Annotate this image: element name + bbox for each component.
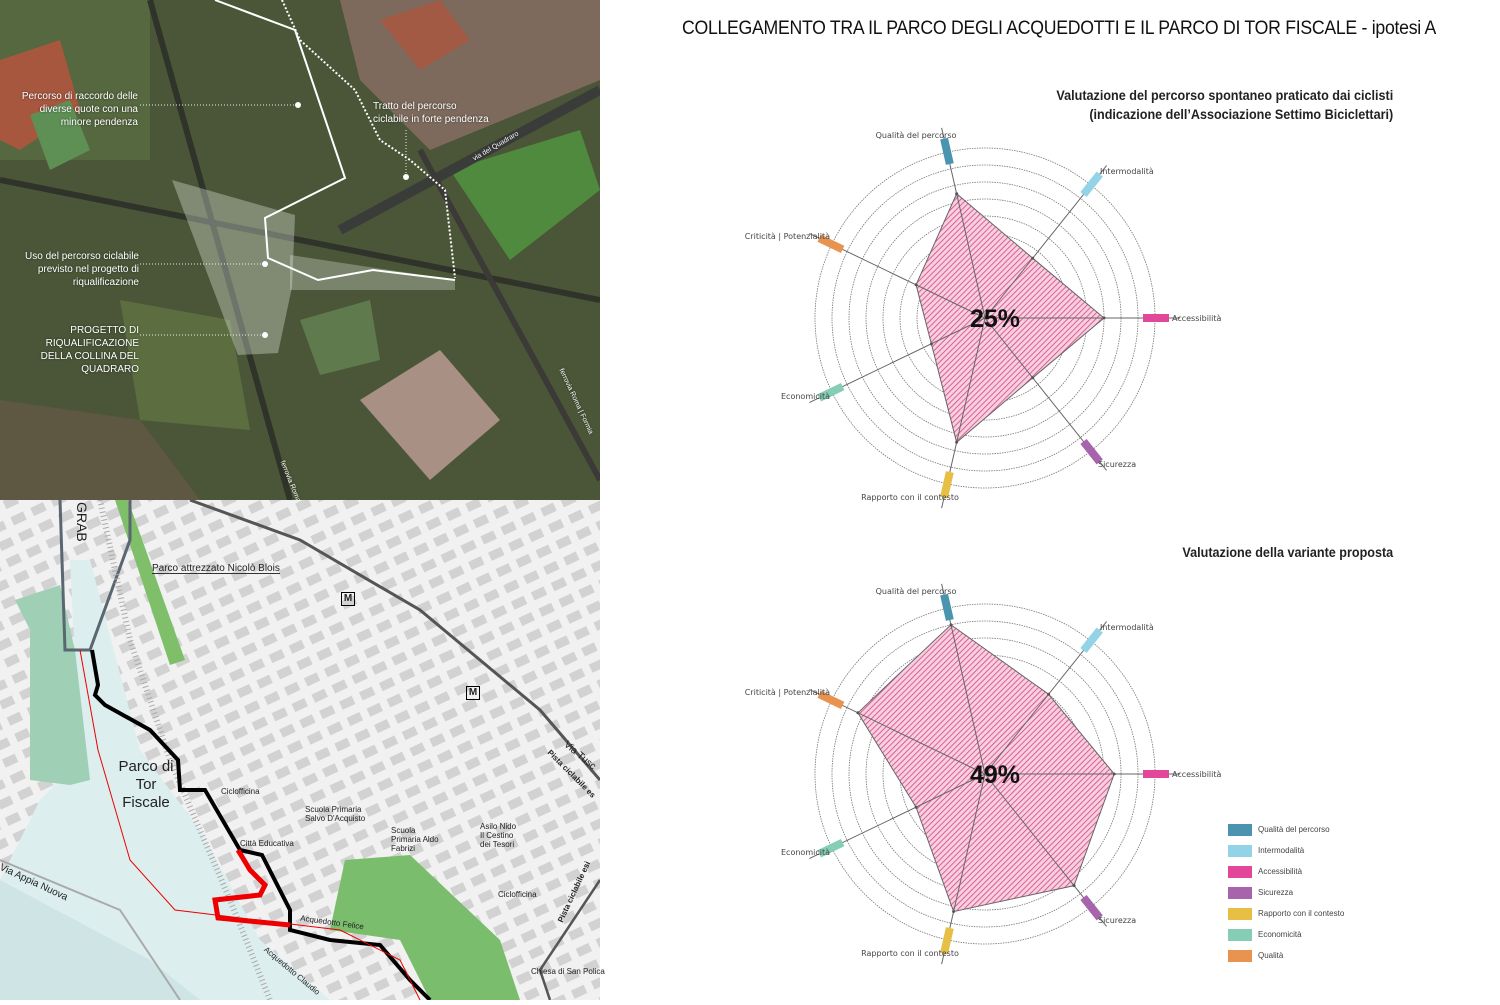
radar-chart-current-route: Accessibilità Intermodalità Qualità del pe… bbox=[745, 127, 1221, 509]
radar-axis-marker bbox=[940, 927, 954, 955]
legend-label: Sicurezza bbox=[1258, 888, 1294, 897]
legend-label: Qualità bbox=[1258, 951, 1284, 960]
legend-swatch bbox=[1228, 844, 1252, 857]
legend-item: Rapporto con il contesto bbox=[1228, 903, 1344, 924]
site-map: GRAB Parco attrezzato Nicolò Blois Parco… bbox=[0, 498, 605, 1002]
legend-item: Intermodalità bbox=[1228, 840, 1344, 861]
radar-axis-marker bbox=[1080, 171, 1103, 197]
radar-axis-label: Intermodalità bbox=[1100, 623, 1154, 632]
radar-axis-label: Intermodalità bbox=[1100, 167, 1154, 176]
map-label-ciclofficina: Ciclofficina bbox=[221, 787, 260, 796]
legend-label: Qualità del percorso bbox=[1258, 825, 1330, 834]
metro-icon: M bbox=[466, 686, 480, 700]
radar-axis-label: Qualità del percorso bbox=[876, 131, 957, 140]
chart-1-title-line-2: (indicazione dell’Associazione Settimo B… bbox=[1089, 106, 1393, 122]
radar-axis-marker bbox=[1080, 627, 1103, 653]
radar-data-point bbox=[1112, 772, 1116, 776]
radar-data-point bbox=[914, 805, 918, 809]
aerial-label-progetto: PROGETTO DI RIQUALIFICAZIONE DELLA COLLI… bbox=[40, 325, 139, 375]
legend-item: Qualità bbox=[1228, 945, 1344, 966]
legend-swatch bbox=[1228, 823, 1252, 836]
legend-swatch bbox=[1228, 949, 1252, 962]
radar-axis-marker bbox=[817, 690, 845, 710]
radar-chart-proposed-variant: Accessibilità Intermodalità Qualità del pe… bbox=[745, 583, 1221, 965]
radar-axis-marker bbox=[1080, 439, 1103, 465]
aerial-photo: Percorso di raccordo delle diverse quote… bbox=[0, 0, 603, 503]
aerial-label-uso-percorso: Uso del percorso ciclabile previsto nel … bbox=[25, 251, 139, 288]
map-label-chiesa: Chiesa di San Polica bbox=[531, 967, 605, 976]
radar-axis-label: Sicurezza bbox=[1098, 460, 1136, 469]
map-label-ciclofficina-2: Ciclofficina bbox=[498, 890, 537, 899]
legend-label: Rapporto con il contesto bbox=[1258, 909, 1345, 918]
radar-value-area bbox=[857, 624, 1115, 913]
site-map-image bbox=[0, 498, 602, 1002]
radar-center-percentage: 49% bbox=[970, 761, 1020, 789]
radar-center-percentage: 25% bbox=[970, 305, 1020, 333]
map-label-scuola-aldo: Scuola Primaria Aldo Fabrizi bbox=[391, 826, 439, 853]
legend-item: Economicità bbox=[1228, 924, 1344, 945]
radar-axis-label: Criticità | Potenzialità bbox=[745, 688, 830, 697]
radar-axis-label: Economicità bbox=[781, 392, 830, 401]
radar-data-point bbox=[856, 711, 860, 715]
radar-axis-marker bbox=[817, 234, 845, 254]
radar-data-point bbox=[1031, 256, 1035, 260]
chart-1-title: Valutazione del percorso spontaneo prati… bbox=[1056, 86, 1393, 124]
legend-item: Accessibilità bbox=[1228, 861, 1344, 882]
radar-data-point bbox=[1047, 692, 1051, 696]
legend-item: Sicurezza bbox=[1228, 882, 1344, 903]
map-label-parco-blois: Parco attrezzato Nicolò Blois bbox=[152, 563, 280, 574]
legend-swatch bbox=[1228, 907, 1252, 920]
radar-data-point bbox=[952, 910, 956, 914]
legend-label: Intermodalità bbox=[1258, 846, 1305, 855]
legend-label: Economicità bbox=[1258, 930, 1302, 939]
radar-axis-label: Economicità bbox=[781, 848, 830, 857]
radar-axis-label: Qualità del percorso bbox=[876, 587, 957, 596]
radar-data-point bbox=[949, 623, 953, 627]
radar-data-point bbox=[1031, 376, 1035, 380]
radar-axis-marker bbox=[817, 382, 845, 402]
metro-icon: M bbox=[341, 592, 355, 606]
legend-swatch bbox=[1228, 886, 1252, 899]
radar-axis-label: Accessibilità bbox=[1172, 770, 1221, 779]
map-label-scuola-salvo: Scuola Primaria Salvo D'Acquisto bbox=[305, 805, 366, 823]
radar-axis-label: Accessibilità bbox=[1172, 314, 1221, 323]
radar-data-point bbox=[955, 440, 959, 444]
radar-axis-label: Rapporto con il contesto bbox=[861, 949, 959, 958]
legend-label: Accessibilità bbox=[1258, 867, 1303, 876]
radar-axis-label: Rapporto con il contesto bbox=[861, 493, 959, 502]
aerial-label-forte-pendenza: Tratto del percorso ciclabile in forte p… bbox=[373, 101, 489, 125]
chart-2-title: Valutazione della variante proposta bbox=[1182, 544, 1393, 560]
aerial-photo-image bbox=[0, 0, 603, 501]
page-title: COLLEGAMENTO TRA IL PARCO DEGLI ACQUEDOT… bbox=[682, 18, 1437, 39]
radar-axis-label: Sicurezza bbox=[1098, 916, 1136, 925]
radar-data-point bbox=[914, 283, 918, 287]
radar-axis-marker bbox=[817, 838, 845, 858]
aerial-label-raccordo: Percorso di raccordo delle diverse quote… bbox=[21, 91, 138, 128]
legend-swatch bbox=[1228, 928, 1252, 941]
radar-axis-marker bbox=[1080, 895, 1103, 921]
radar-axis-label: Criticità | Potenzialità bbox=[745, 232, 830, 241]
map-label-parco-tor-fiscale: Parco di Tor Fiscale bbox=[118, 758, 174, 811]
radar-axis-marker bbox=[940, 471, 954, 499]
radar-data-point bbox=[929, 342, 933, 346]
radar-data-point bbox=[1102, 316, 1106, 320]
map-label-citta-educativa: Città Educativa bbox=[240, 839, 294, 848]
legend-item: Qualità del percorso bbox=[1228, 819, 1344, 840]
radar-data-point bbox=[1072, 884, 1076, 888]
map-label-asilo: Asilo Nido Il Cestino dei Tesori bbox=[480, 822, 517, 849]
radar-axis-marker bbox=[940, 137, 954, 165]
legend-swatch bbox=[1228, 865, 1252, 878]
radar-axis-marker bbox=[940, 593, 954, 621]
chart-1-title-line-1: Valutazione del percorso spontaneo prati… bbox=[1056, 87, 1393, 103]
radar-data-point bbox=[955, 192, 959, 196]
